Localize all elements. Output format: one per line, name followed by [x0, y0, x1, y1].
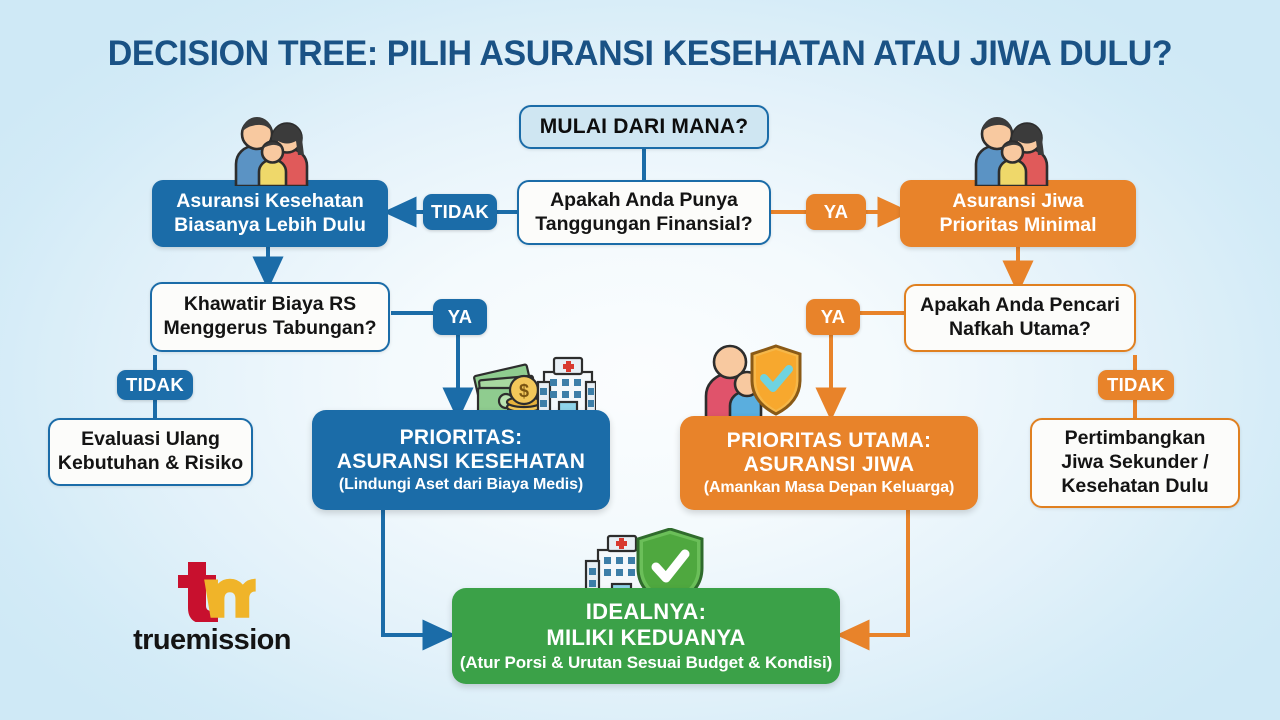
edge-label-left-no: TIDAK — [117, 370, 193, 400]
node-left-action[interactable]: Asuransi Kesehatan Biasanya Lebih Dulu — [152, 180, 388, 247]
node-right-question-line1: Apakah Anda Pencari — [920, 294, 1120, 317]
node-left-outcome-line1: Evaluasi Ulang — [81, 428, 220, 451]
card-ideal-both-sub: (Atur Porsi & Urutan Sesuai Budget & Kon… — [459, 653, 833, 672]
node-left-outcome-line2: Kebutuhan & Risiko — [57, 452, 244, 474]
node-root-question[interactable]: Apakah Anda Punya Tanggungan Finansial? — [517, 180, 771, 245]
node-right-action-line1: Asuransi Jiwa — [952, 189, 1084, 212]
node-start[interactable]: MULAI DARI MANA? — [519, 105, 769, 149]
card-ideal-both-line1: IDEALNYA: — [585, 599, 707, 624]
edge-label-right-yes-text: YA — [820, 306, 846, 327]
edge-label-root-yes: YA — [806, 194, 866, 230]
node-left-question-line2: Menggerus Tabungan? — [163, 317, 377, 339]
edge-label-left-yes: YA — [433, 299, 487, 335]
truemission-mark-icon — [178, 562, 256, 622]
family-icon — [974, 117, 1049, 186]
card-priority-life-sub: (Amankan Masa Depan Keluarga) — [703, 479, 955, 496]
edge-label-root-no-text: TIDAK — [430, 201, 490, 222]
card-priority-life-line1: PRIORITAS UTAMA: — [726, 429, 932, 452]
card-priority-health-line1: PRIORITAS: — [399, 426, 523, 449]
edge-label-left-yes-text: YA — [447, 306, 473, 327]
node-right-question-line2: Nafkah Utama? — [949, 318, 1091, 340]
node-right-outcome-line1: Pertimbangkan — [1064, 427, 1206, 450]
node-right-action-line2: Prioritas Minimal — [939, 213, 1097, 236]
card-priority-life-line2: ASURANSI JIWA — [743, 453, 915, 476]
card-priority-life[interactable]: PRIORITAS UTAMA: ASURANSI JIWA (Amankan … — [680, 416, 978, 510]
node-right-question[interactable]: Apakah Anda Pencari Nafkah Utama? — [904, 284, 1136, 352]
card-ideal-both[interactable]: IDEALNYA: MILIKI KEDUANYA (Atur Porsi & … — [452, 588, 840, 684]
page-title: DECISION TREE: PILIH ASURANSI KESEHATAN … — [107, 34, 1173, 73]
card-priority-health-sub: (Lindungi Aset dari Biaya Medis) — [338, 476, 584, 493]
svg-text:$: $ — [519, 381, 529, 401]
family-icon — [234, 117, 309, 186]
edge-label-root-no: TIDAK — [423, 194, 497, 230]
node-left-outcome[interactable]: Evaluasi Ulang Kebutuhan & Risiko — [48, 418, 253, 486]
family-shield-icon — [704, 344, 802, 420]
node-start-label: MULAI DARI MANA? — [539, 115, 749, 139]
money-and-hospital-icon: $ — [473, 356, 596, 420]
node-left-question[interactable]: Khawatir Biaya RS Menggerus Tabungan? — [150, 282, 390, 352]
node-root-question-line1: Apakah Anda Punya — [550, 188, 738, 211]
node-root-question-line2: Tanggungan Finansial? — [535, 212, 753, 235]
node-right-outcome-line3: Kesehatan Dulu — [1061, 474, 1209, 497]
node-right-outcome-line2: Jiwa Sekunder / — [1061, 451, 1209, 474]
edge-label-left-no-text: TIDAK — [125, 374, 185, 395]
card-priority-health-line2: ASURANSI KESEHATAN — [336, 450, 586, 473]
brand-wordmark: truemission — [133, 624, 291, 656]
card-ideal-both-line2: MILIKI KEDUANYA — [546, 625, 746, 650]
edge-label-right-no-text: TIDAK — [1106, 374, 1166, 395]
node-right-outcome[interactable]: Pertimbangkan Jiwa Sekunder / Kesehatan … — [1030, 418, 1240, 508]
node-right-action[interactable]: Asuransi Jiwa Prioritas Minimal — [900, 180, 1136, 247]
brand-logo: truemission — [112, 560, 312, 657]
edge-label-right-no: TIDAK — [1098, 370, 1174, 400]
node-left-action-line1: Asuransi Kesehatan — [176, 189, 364, 212]
edge-label-root-yes-text: YA — [823, 201, 849, 222]
node-left-question-line1: Khawatir Biaya RS — [183, 293, 357, 316]
node-left-action-line2: Biasanya Lebih Dulu — [174, 213, 366, 236]
edge-label-right-yes: YA — [806, 299, 860, 335]
card-priority-health[interactable]: PRIORITAS: ASURANSI KESEHATAN (Lindungi … — [312, 410, 610, 510]
